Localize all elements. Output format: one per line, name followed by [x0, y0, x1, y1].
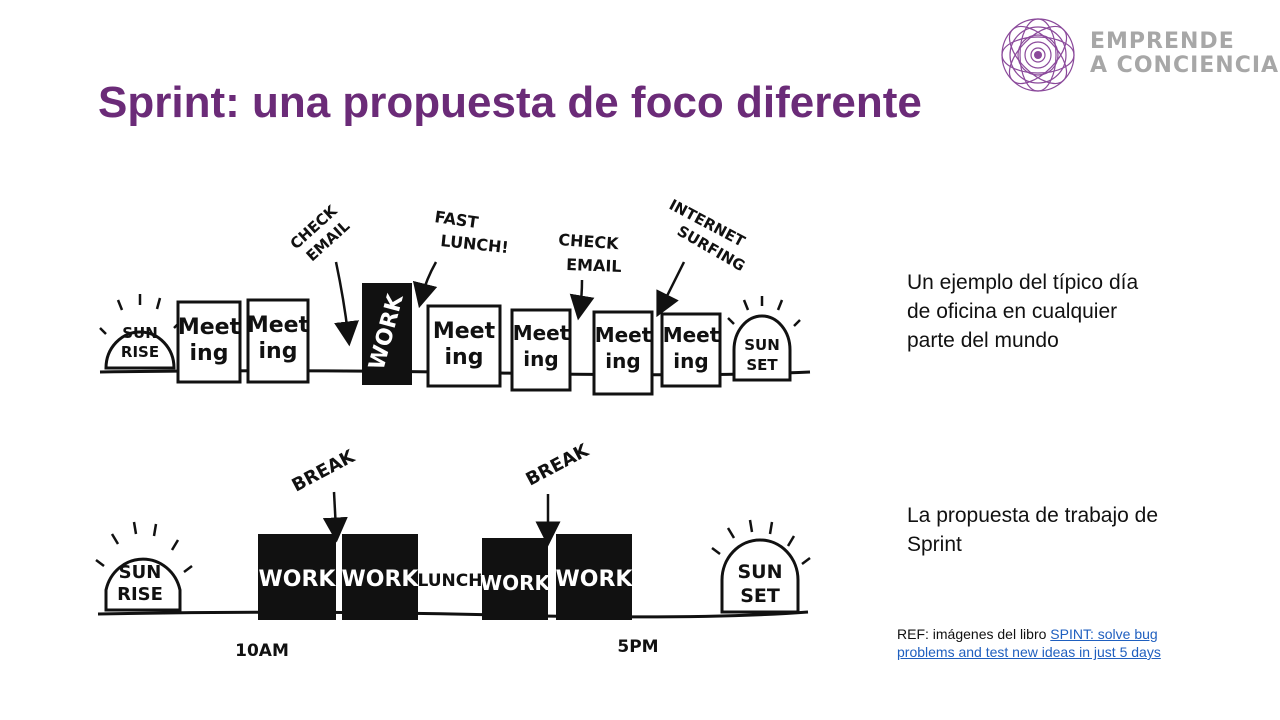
top-work-block: WORK: [362, 283, 412, 385]
svg-text:BREAK: BREAK: [288, 446, 359, 497]
svg-text:BREAK: BREAK: [522, 440, 593, 491]
svg-text:SUN: SUN: [744, 336, 780, 354]
svg-text:Meet: Meet: [178, 315, 241, 340]
top-meeting-5: Meet ing: [592, 310, 654, 396]
bottom-work-4: WORK: [556, 534, 634, 620]
svg-text:EMAIL: EMAIL: [566, 255, 622, 276]
top-meeting-6: Meet ing: [660, 312, 722, 388]
bottom-work-2: WORK: [342, 534, 420, 620]
logo-text: EMPRENDE A CONCIENCIA: [1090, 30, 1279, 78]
bottom-sunrise: SUN RISE: [95, 521, 193, 612]
svg-text:ing: ing: [445, 345, 484, 370]
slide-title: Sprint: una propuesta de foco diferente: [98, 78, 922, 127]
svg-text:SUN: SUN: [119, 562, 162, 583]
svg-text:SET: SET: [740, 585, 780, 607]
top-annotation-check-email-2: CHECK EMAIL: [558, 230, 622, 321]
bottom-timeline: SUN RISE WORK WORK LUNCH WORK WORK: [95, 440, 811, 661]
top-sunrise-line1: SUN: [122, 324, 158, 342]
logo-line-1: EMPRENDE: [1090, 29, 1235, 54]
reference-note: REF: imágenes del libro SPINT: solve bug…: [897, 625, 1217, 661]
svg-text:RISE: RISE: [117, 584, 163, 605]
svg-text:WORK: WORK: [480, 571, 551, 595]
top-meeting-4: Meet ing: [510, 308, 572, 392]
sprint-day-description: La propuesta de trabajo de Sprint: [907, 504, 1159, 556]
svg-text:SUN: SUN: [737, 561, 782, 583]
logo: EMPRENDE A CONCIENCIA: [996, 14, 1279, 96]
svg-text:LUNCH!: LUNCH!: [440, 231, 510, 257]
svg-text:SET: SET: [746, 356, 778, 374]
svg-text:CHECK: CHECK: [558, 230, 620, 253]
top-sunrise: SUN RISE: [99, 294, 181, 370]
bottom-annotation-break-2: BREAK: [522, 440, 593, 547]
bottom-lunch-label: LUNCH: [418, 571, 483, 591]
svg-text:Meet: Meet: [247, 313, 310, 338]
bottom-time-start: 10AM: [235, 641, 289, 661]
svg-text:Meet: Meet: [433, 319, 496, 344]
top-sunset: SUN SET: [727, 296, 801, 382]
top-meeting-1: Meet ing: [176, 300, 242, 384]
svg-text:Meet: Meet: [513, 321, 570, 345]
bottom-sunset: SUN SET: [711, 519, 811, 614]
top-annotation-internet-surfing: INTERNET SURFING: [656, 196, 749, 318]
top-annotation-fast-lunch: FAST LUNCH!: [412, 207, 510, 309]
top-sunrise-line2: RISE: [121, 343, 159, 361]
svg-text:ing: ing: [190, 341, 229, 366]
svg-text:WORK: WORK: [259, 567, 337, 592]
mandala-flower-icon: [1001, 18, 1075, 92]
svg-text:ing: ing: [673, 349, 708, 373]
typical-day-description: Un ejemplo del típico día de oficina en …: [907, 271, 1139, 352]
logo-line-2: A CONCIENCIA: [1090, 53, 1280, 78]
svg-text:FAST: FAST: [433, 207, 479, 232]
bottom-work-1: WORK: [258, 534, 336, 620]
svg-text:Meet: Meet: [663, 323, 720, 347]
svg-text:WORK: WORK: [342, 567, 420, 592]
bottom-work-3: WORK: [480, 538, 551, 620]
svg-text:ing: ing: [259, 339, 298, 364]
svg-text:ing: ing: [605, 349, 640, 373]
top-meeting-3: Meet ing: [426, 304, 502, 388]
svg-text:Meet: Meet: [595, 323, 652, 347]
svg-text:ing: ing: [523, 347, 558, 371]
svg-text:WORK: WORK: [556, 567, 634, 592]
reference-prefix: REF: imágenes del libro: [897, 626, 1051, 642]
top-timeline: SUN RISE Meet ing Meet ing WORK Meet ing…: [99, 196, 811, 396]
top-meeting-2: Meet ing: [246, 298, 310, 384]
reference-book-link[interactable]: SPINT: solve bug problems and test new i…: [897, 626, 1161, 660]
bottom-time-end: 5PM: [617, 637, 658, 657]
bottom-annotation-break-1: BREAK: [288, 446, 359, 543]
